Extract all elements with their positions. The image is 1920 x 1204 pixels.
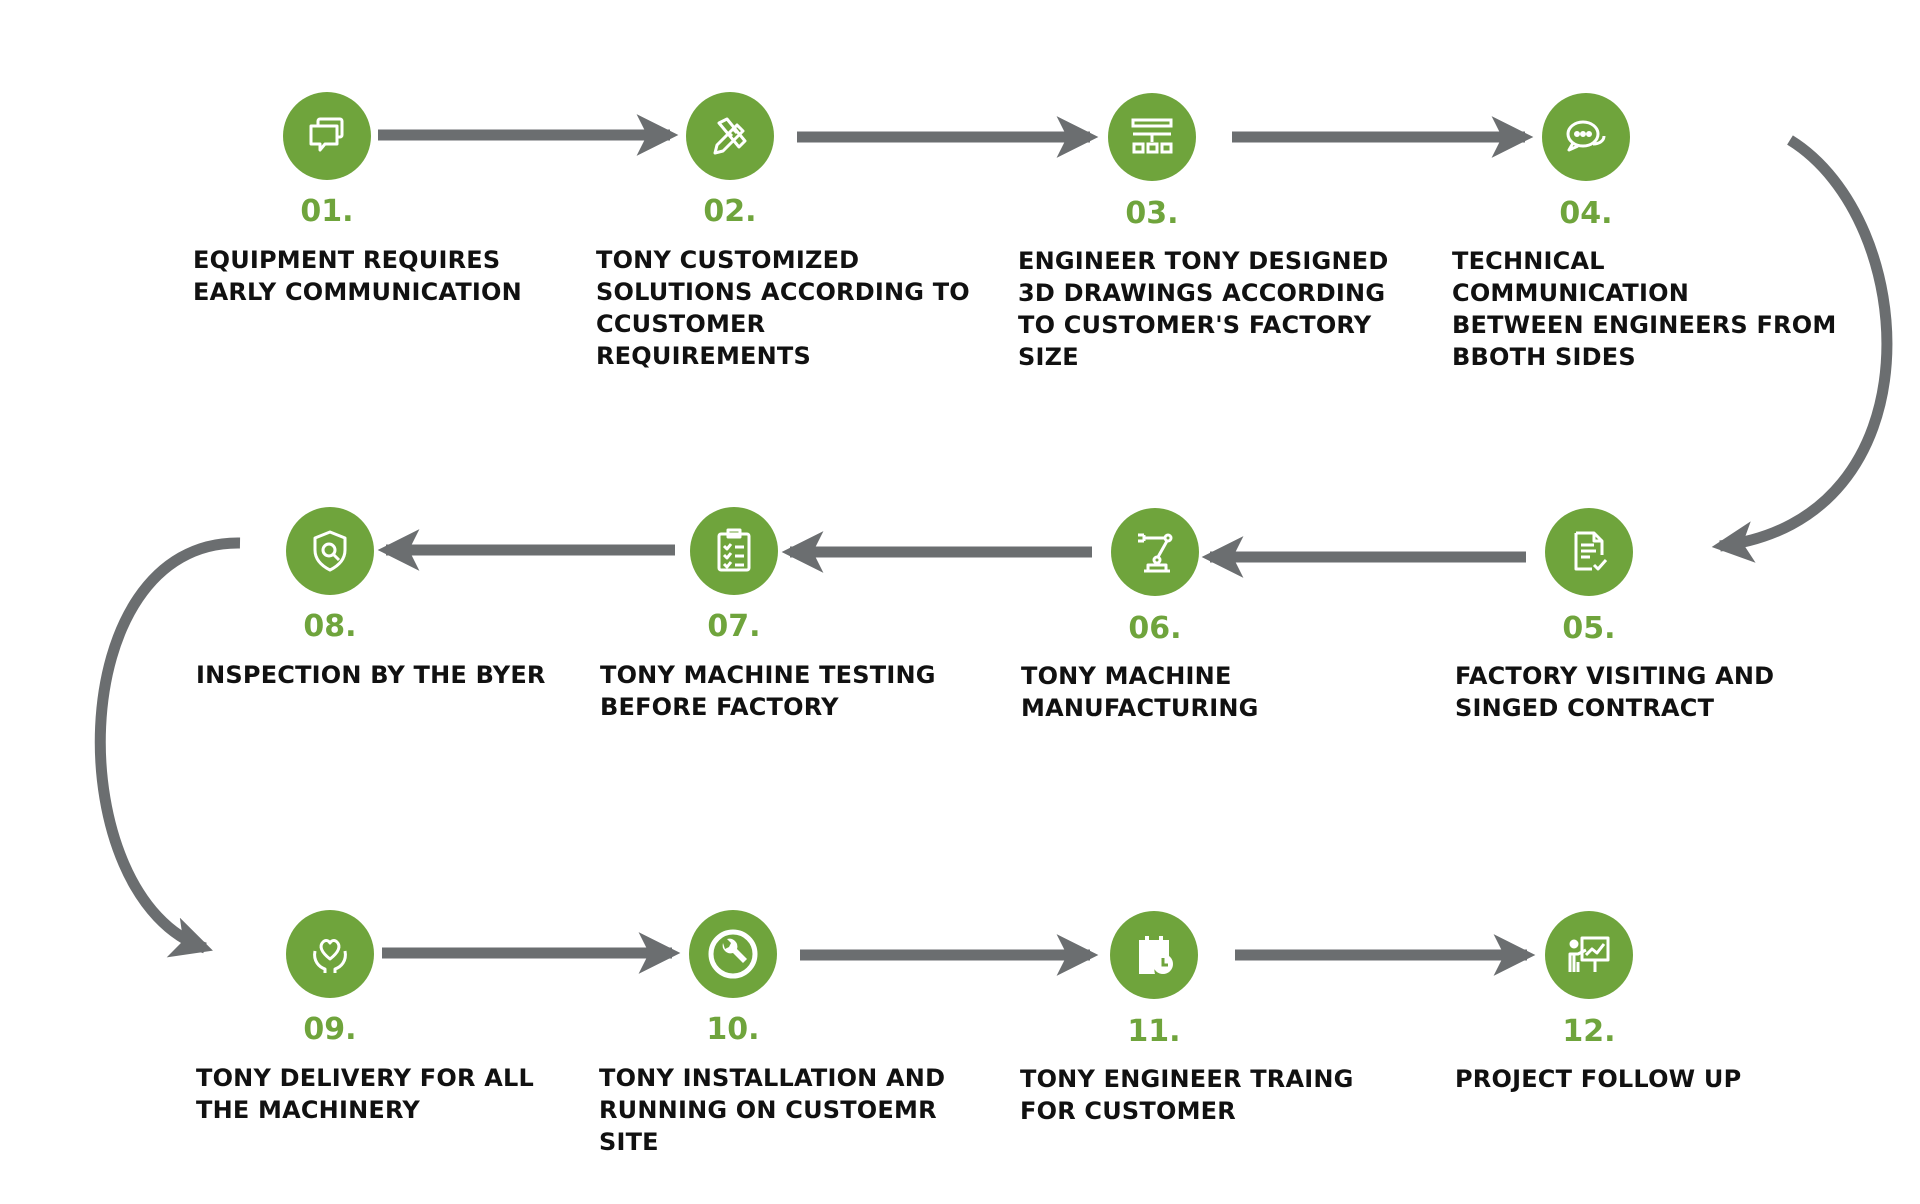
step-label: ENGINEER TONY DESIGNED 3D DRAWINGS ACCOR… (1018, 247, 1389, 371)
step-number: 02. (703, 194, 757, 229)
step-number: 03. (1125, 196, 1179, 231)
step-number: 08. (303, 609, 357, 644)
arrow-04-05 (1711, 135, 1893, 563)
step-icon-circle (286, 507, 374, 595)
step-icon-circle (689, 910, 777, 998)
step-label: TONY INSTALLATION AND RUNNING ON CUSTOEM… (599, 1064, 946, 1156)
step-icon-circle (286, 910, 374, 998)
step-label: TONY MACHINE MANUFACTURING (1021, 662, 1259, 722)
robot-arm-icon (1138, 533, 1173, 573)
step-number: 07. (707, 609, 761, 644)
layout-blocks-icon (1131, 118, 1173, 154)
clipboard-checklist-icon (717, 528, 751, 572)
step-number: 09. (303, 1012, 357, 1047)
step-label: TONY CUSTOMIZED SOLUTIONS ACCORDING TO C… (596, 246, 970, 370)
document-check-icon (1574, 531, 1608, 571)
step-number: 12. (1562, 1014, 1616, 1049)
step-number: 04. (1559, 196, 1613, 231)
step-number: 05. (1562, 611, 1616, 646)
chat-bubbles-icon (309, 117, 344, 152)
step-label: TONY DELIVERY FOR ALL THE MACHINERY (196, 1064, 534, 1124)
step-icon-circle (1111, 508, 1199, 596)
step-number: 06. (1128, 611, 1182, 646)
wrench-icon (708, 929, 758, 979)
pencil-ruler-icon (713, 117, 747, 155)
shield-search-icon (313, 530, 347, 572)
step-number: 10. (706, 1012, 760, 1047)
speech-bubbles-icon (1566, 120, 1606, 152)
heart-hands-icon (313, 938, 347, 973)
step-icon-circle (686, 92, 774, 180)
step-label: TECHNICAL COMMUNICATION BETWEEN ENGINEER… (1452, 247, 1837, 371)
step-label: INSPECTION BY THE BYER (196, 661, 546, 689)
step-label: TONY MACHINE TESTING BEFORE FACTORY (600, 661, 936, 721)
step-label: TONY ENGINEER TRAING FOR CUSTOMER (1020, 1065, 1354, 1125)
step-icon-circle (283, 92, 371, 180)
step-icon-circle (1545, 911, 1633, 999)
step-label: EQUIPMENT REQUIRES EARLY COMMUNICATION (193, 246, 522, 306)
arrow-08-09 (94, 537, 241, 958)
step-icon-circle (690, 507, 778, 595)
step-number: 01. (300, 194, 354, 229)
presentation-chart-icon (1568, 936, 1610, 972)
step-label: FACTORY VISITING AND SINGED CONTRACT (1455, 662, 1775, 722)
step-number: 11. (1127, 1014, 1181, 1049)
step-icon-circle (1545, 508, 1633, 596)
calendar-clock-icon (1139, 936, 1173, 974)
step-icon-circle (1542, 93, 1630, 181)
step-icon-circle (1110, 911, 1198, 999)
step-label: PROJECT FOLLOW UP (1455, 1065, 1742, 1093)
step-icon-circle (1108, 93, 1196, 181)
